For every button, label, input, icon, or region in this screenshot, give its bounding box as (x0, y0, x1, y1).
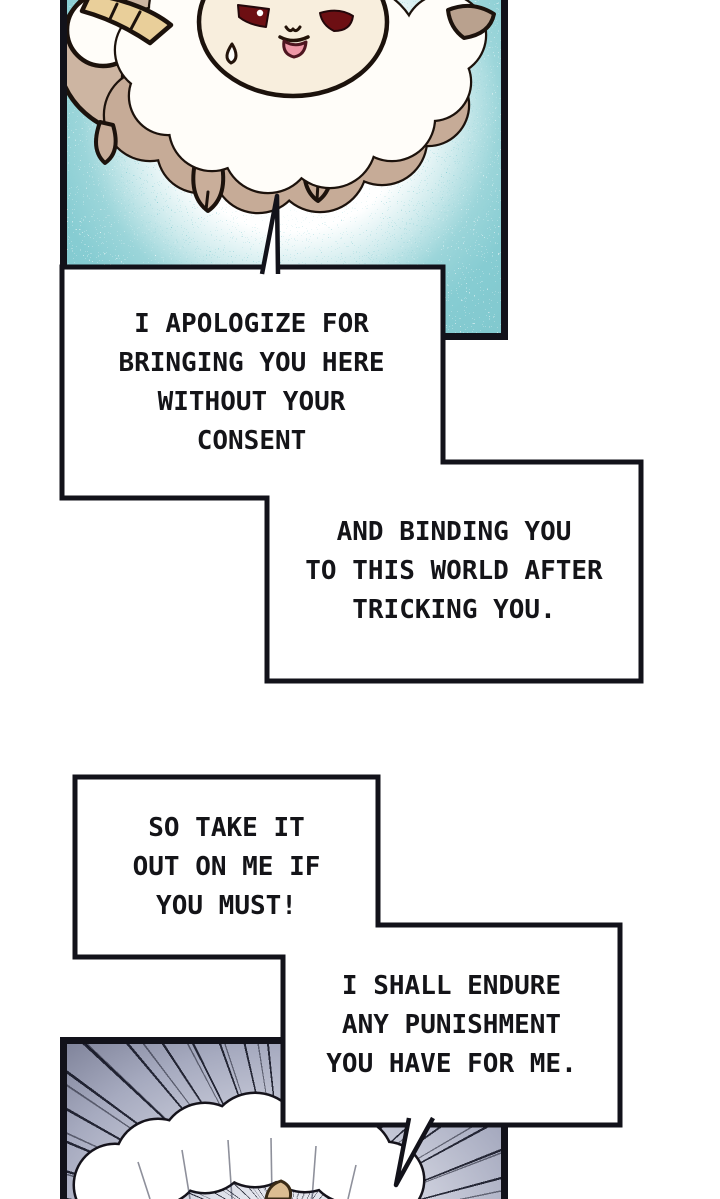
sheep-tongue (282, 39, 308, 59)
bubble-line: I APOLOGIZE FOR (134, 308, 369, 339)
speech-bubble-3: SO TAKE IT OUT ON ME IF YOU MUST! (75, 777, 378, 957)
sheep-mouth (278, 35, 310, 43)
speech-bubble-4: I SHALL ENDURE ANY PUNISHMENT YOU HAVE F… (283, 925, 620, 1125)
bubble-line: ANY PUNISHMENT (341, 1009, 562, 1040)
bubble-line: OUT ON ME IF (132, 851, 321, 882)
eye-sparkle (256, 9, 264, 17)
bubble-line: SO TAKE IT (148, 812, 305, 843)
bubble-line: YOU MUST! (156, 890, 297, 921)
sheep-horn (79, 0, 174, 46)
sweat-drop (225, 42, 238, 65)
sheep-face (196, 0, 390, 99)
bubble-line: AND BINDING YOU (336, 517, 572, 547)
bubble-line: BRINGING YOU HERE (118, 347, 385, 378)
bubble-line: TRICKING YOU. (352, 595, 556, 625)
sheep-ear (446, 3, 496, 40)
bubble-line: WITHOUT YOUR (157, 386, 346, 417)
bubble-line: TO THIS WORLD AFTER (305, 556, 603, 586)
bubble-line: YOU HAVE FOR ME. (326, 1048, 577, 1079)
speech-bubble-1: I APOLOGIZE FOR BRINGING YOU HERE WITHOU… (60, 267, 443, 498)
sheep-character (67, 0, 496, 215)
bubble-line: CONSENT (196, 425, 307, 456)
horn-ridge (108, 2, 119, 21)
horn-ridge (129, 10, 142, 31)
sheep-horn-tip (264, 1179, 293, 1199)
bubble-line: I SHALL ENDURE (341, 970, 562, 1001)
sheep-eye-right (319, 9, 354, 32)
speech-bubble-2: AND BINDING YOU TO THIS WORLD AFTER TRIC… (267, 462, 641, 681)
sheep-nose (284, 25, 302, 33)
